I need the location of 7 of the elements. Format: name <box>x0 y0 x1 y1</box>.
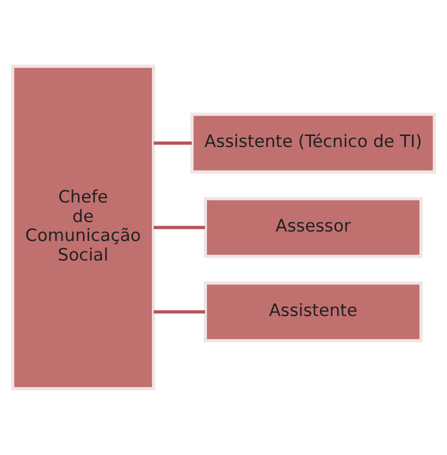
node-box: Assistente <box>204 281 423 342</box>
node-box: Chefe de Comunicação Social <box>11 64 156 390</box>
connector <box>154 226 206 230</box>
connector <box>154 310 206 314</box>
connector <box>154 142 192 145</box>
node-box: Assessor <box>204 197 423 258</box>
node-box: Assistente (Técnico de TI) <box>190 112 436 174</box>
